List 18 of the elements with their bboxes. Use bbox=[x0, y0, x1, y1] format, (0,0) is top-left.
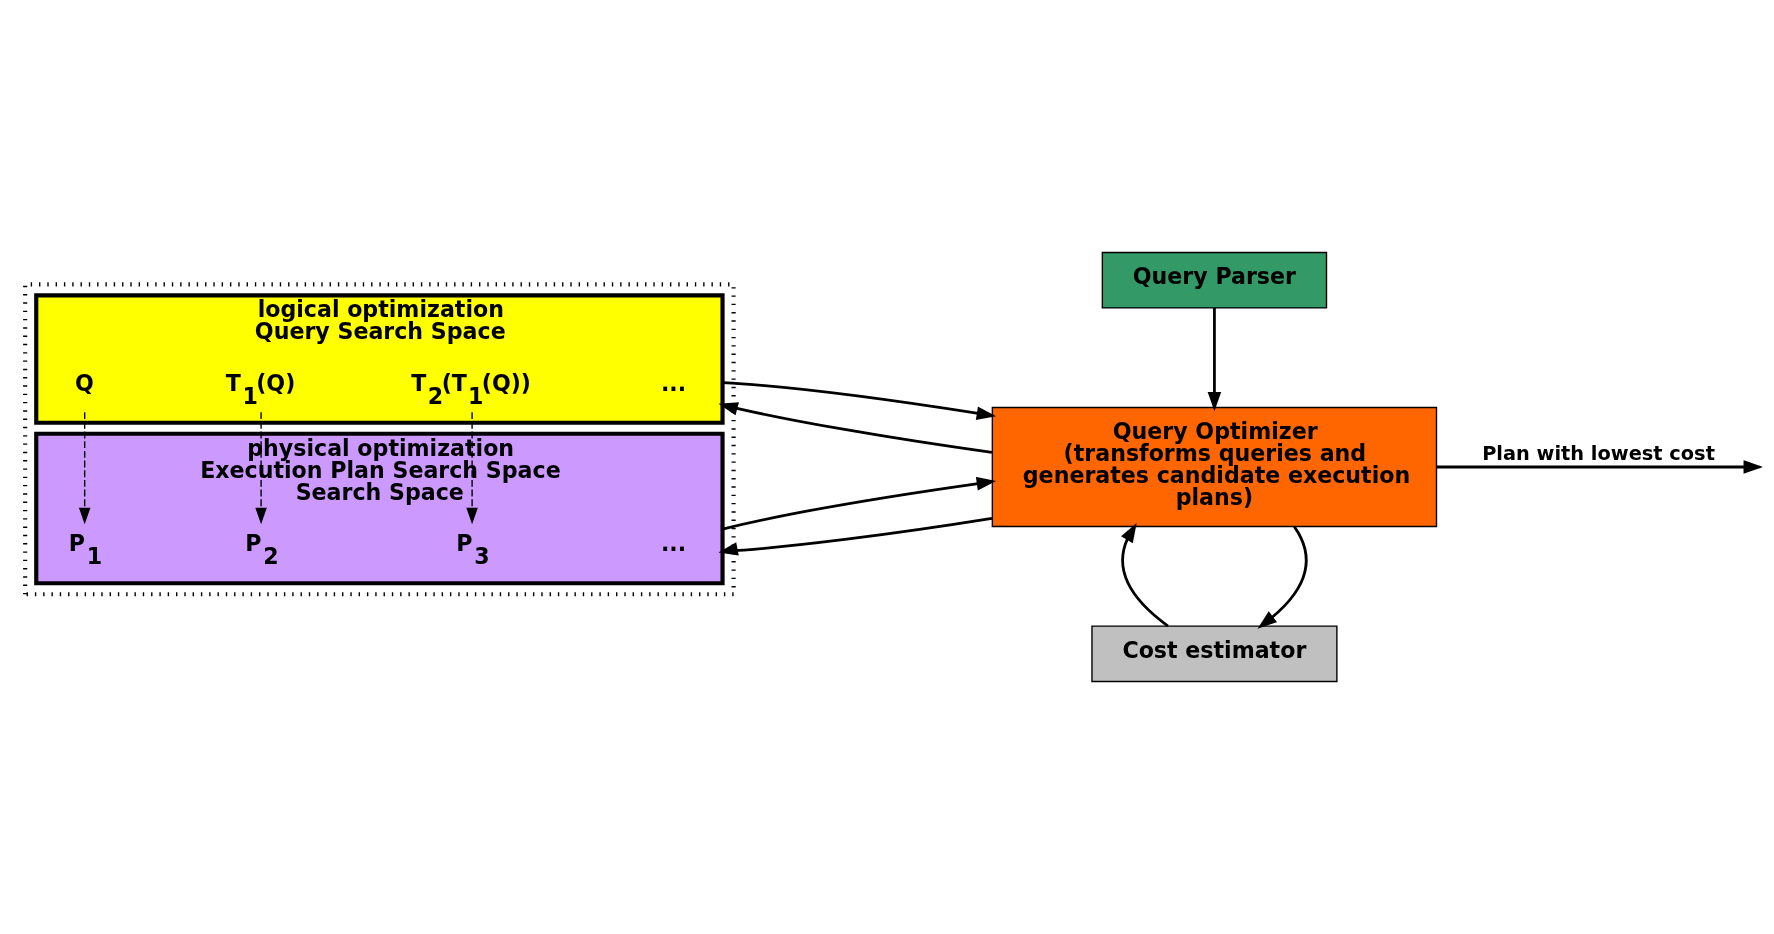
node-box: Query Optimizer (transforms queries and generates candidate execution plans) bbox=[991, 406, 1438, 528]
arrow bbox=[718, 402, 993, 454]
arrow bbox=[466, 411, 478, 525]
edge-label: Plan with lowest cost bbox=[1482, 442, 1715, 466]
arrow bbox=[722, 476, 997, 531]
arrow bbox=[718, 517, 993, 556]
node-box: Cost estimator bbox=[1091, 625, 1338, 683]
arrow bbox=[78, 411, 91, 525]
node-text: Q bbox=[74, 369, 94, 396]
arrow bbox=[1257, 525, 1308, 629]
node-box: Query Parser bbox=[1101, 251, 1328, 309]
arrow bbox=[1207, 308, 1222, 412]
arrow bbox=[255, 411, 267, 525]
label: ... bbox=[660, 530, 687, 557]
cluster bbox=[23, 282, 736, 597]
label: ... bbox=[660, 369, 687, 396]
arrow bbox=[1121, 523, 1169, 628]
arrow bbox=[722, 381, 997, 420]
